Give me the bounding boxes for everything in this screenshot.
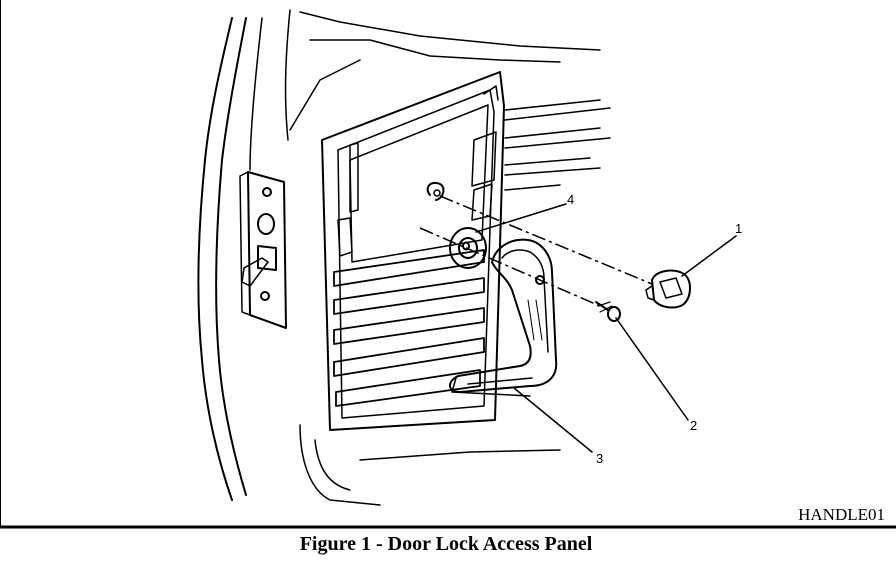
part-1-knob: [645, 269, 691, 309]
callout-1: 1: [735, 221, 742, 236]
figure-caption: Figure 1 - Door Lock Access Panel: [300, 533, 593, 555]
part-3-handle: [449, 238, 558, 397]
callout-2: 2: [690, 418, 697, 433]
door-body: [197, 9, 601, 506]
part-4-bushing: [449, 227, 487, 269]
leader-lines: [475, 203, 737, 453]
door-ribs: [504, 99, 611, 191]
figure-code: HANDLE01: [798, 505, 885, 524]
callout-4: 4: [567, 192, 574, 207]
figure-border: [0, 0, 896, 529]
callout-3: 3: [596, 451, 603, 466]
striker-plate: [239, 171, 287, 329]
clip-hole: [426, 182, 445, 201]
center-lines: [419, 195, 653, 307]
panel-slats: [333, 249, 485, 407]
part-2-screw: [595, 301, 621, 322]
